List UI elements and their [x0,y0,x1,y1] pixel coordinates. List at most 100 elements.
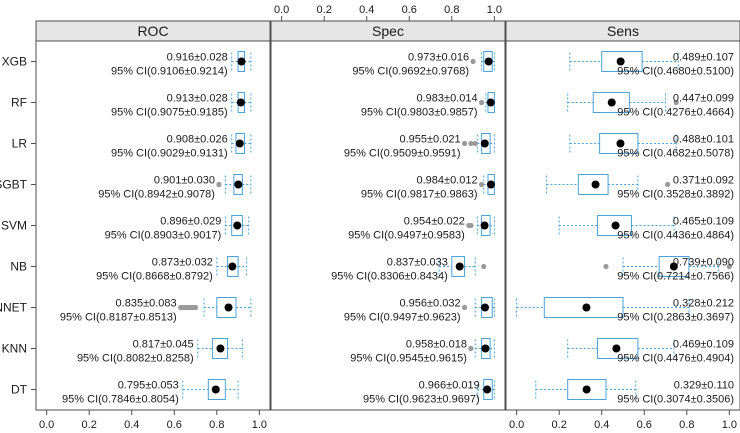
annot-ci-spec-lr: 95% CI(0.9509±0.9591) [344,148,461,160]
annot-ci-roc-dt: 95% CI(0.7846±0.8054) [62,394,179,406]
outlier-spec-sgbt-0 [479,181,485,188]
annot-mean-sens-nnet: 0.328±0.212 [673,298,734,310]
mean-point-roc-nnet [224,303,233,312]
annot-mean-roc-lr: 0.908±0.026 [167,134,228,146]
outlier-roc-nnet-7 [192,304,199,311]
annot-mean-roc-xgb: 0.916±0.028 [167,52,228,64]
mean-point-spec-knn [481,344,490,353]
outlier-sens-nb-0 [603,263,609,270]
annot-mean-spec-nb: 0.837±0.033 [387,257,448,269]
x-tick-label-roc: 1.0 [252,419,267,431]
annot-mean-spec-xgb: 0.973±0.016 [408,52,469,64]
annot-mean-sens-xgb: 0.489±0.107 [673,52,734,64]
annot-ci-spec-knn: 95% CI(0.9545±0.9615) [350,353,467,365]
annot-mean-roc-rf: 0.913±0.028 [167,93,228,105]
x-tick-label-spec: 0.8 [444,4,459,16]
annot-mean-roc-dt: 0.795±0.053 [118,380,179,392]
annot-ci-roc-xgb: 95% CI(0.9106±0.9214) [111,66,228,78]
x-tick-label-spec: 0.2 [317,4,332,16]
outlier-spec-nb-0 [481,263,487,270]
annot-ci-sens-xgb: 95% CI(0.4680±0.5100) [617,66,734,78]
mean-point-roc-xgb [237,57,246,66]
annot-ci-sens-rf: 95% CI(0.4276±0.4664) [617,107,734,119]
x-tick-label-roc: 0.4 [124,419,139,431]
annot-mean-roc-nb: 0.873±0.032 [152,257,213,269]
panel-frame-roc [35,40,271,411]
annot-mean-spec-nnet: 0.956±0.032 [399,298,460,310]
annot-ci-spec-dt: 95% CI(0.9623±0.9697) [363,394,480,406]
mean-point-spec-sgbt [486,180,495,189]
annot-ci-spec-xgb: 95% CI(0.9692±0.9768) [352,66,469,78]
mean-point-spec-dt [483,385,492,394]
mean-point-roc-lr [235,139,244,148]
annot-mean-roc-nnet: 0.835±0.083 [116,298,177,310]
mean-point-spec-nb [455,262,464,271]
annot-mean-roc-knn: 0.817±0.045 [133,339,194,351]
outlier-sens-sgbt-0 [665,181,671,188]
x-tick-label-roc: 0.2 [82,419,97,431]
x-tick-label-spec: 0.6 [402,4,417,16]
annot-mean-sens-sgbt: 0.371±0.092 [673,175,734,187]
x-tick-label-sens: 0.6 [637,419,652,431]
annot-mean-sens-dt: 0.329±0.110 [674,380,734,392]
mean-point-spec-nnet [481,303,490,312]
outlier-spec-lr-0 [461,140,468,147]
model-label-sgbt: SGBT [0,178,28,192]
mean-point-roc-nb [228,262,237,271]
annot-ci-sens-svm: 95% CI(0.4436±0.4864) [617,230,734,242]
mean-point-roc-rf [236,98,245,107]
x-tick-label-sens: 0.2 [552,419,567,431]
mean-point-sens-xgb [616,57,625,66]
outlier-spec-rf-0 [479,99,485,106]
annot-ci-sens-dt: 95% CI(0.3074±0.3506) [617,394,734,406]
x-tick-label-roc: 0.0 [39,419,54,431]
annot-ci-roc-svm: 95% CI(0.8903±0.9017) [105,230,222,242]
mean-point-sens-lr [616,139,625,148]
x-tick-label-sens: 1.0 [722,419,737,431]
mean-point-sens-nnet [582,303,591,312]
outlier-roc-sgbt-0 [216,181,222,188]
outlier-spec-xgb-0 [470,58,476,65]
annot-ci-spec-nb: 95% CI(0.8306±0.8434) [331,271,448,283]
annot-mean-spec-svm: 0.954±0.022 [404,216,465,228]
annot-ci-roc-knn: 95% CI(0.8082±0.8258) [77,353,194,365]
x-tick-label-spec: 1.0 [487,4,502,16]
annot-ci-roc-nb: 95% CI(0.8668±0.8792) [96,271,213,283]
annot-mean-sens-nb: 0.739±0.090 [673,257,734,269]
annot-ci-sens-knn: 95% CI(0.4476±0.4904) [617,353,734,365]
annot-ci-sens-sgbt: 95% CI(0.3528±0.3892) [617,189,734,201]
mean-point-spec-lr [480,139,489,148]
annot-ci-roc-lr: 95% CI(0.9029±0.9131) [111,148,228,160]
model-label-nnet: NNET [0,301,28,315]
strip-label-spec: Spec [372,23,404,39]
strip-label-roc: ROC [137,23,168,39]
outlier-spec-nnet-0 [461,304,468,311]
model-label-knn: KNN [2,342,27,356]
strip-label-sens: Sens [607,23,639,39]
outlier-spec-lr-1 [468,140,474,147]
panel-frame-sens [505,40,740,411]
outlier-sens-rf-0 [673,99,679,106]
annot-ci-spec-sgbt: 95% CI(0.9817±0.9863) [361,189,478,201]
annot-ci-spec-rf: 95% CI(0.9803±0.9857) [361,107,478,119]
model-label-svm: SVM [1,219,27,233]
mean-point-spec-svm [480,221,489,230]
model-label-lr: LR [12,137,28,151]
annot-ci-roc-nnet: 95% CI(0.8187±0.8513) [60,312,177,324]
annot-mean-spec-lr: 0.955±0.021 [399,134,460,146]
x-tick-label-spec: 0.0 [274,4,289,16]
mean-point-sens-nb [669,262,678,271]
annot-mean-sens-rf: 0.447±0.099 [673,93,734,105]
model-label-dt: DT [11,383,28,397]
panel-frame-spec [270,40,506,411]
annot-ci-roc-rf: 95% CI(0.9075±0.9185) [111,107,228,119]
annot-mean-roc-sgbt: 0.901±0.030 [154,175,215,187]
x-tick-label-roc: 0.8 [209,419,224,431]
mean-point-sens-rf [607,98,616,107]
annot-ci-sens-nnet: 95% CI(0.2863±0.3697) [617,312,734,324]
outlier-spec-lr-2 [472,140,478,147]
mean-point-roc-dt [211,385,220,394]
x-tick-label-sens: 0.0 [509,419,524,431]
mean-point-sens-dt [582,385,591,394]
